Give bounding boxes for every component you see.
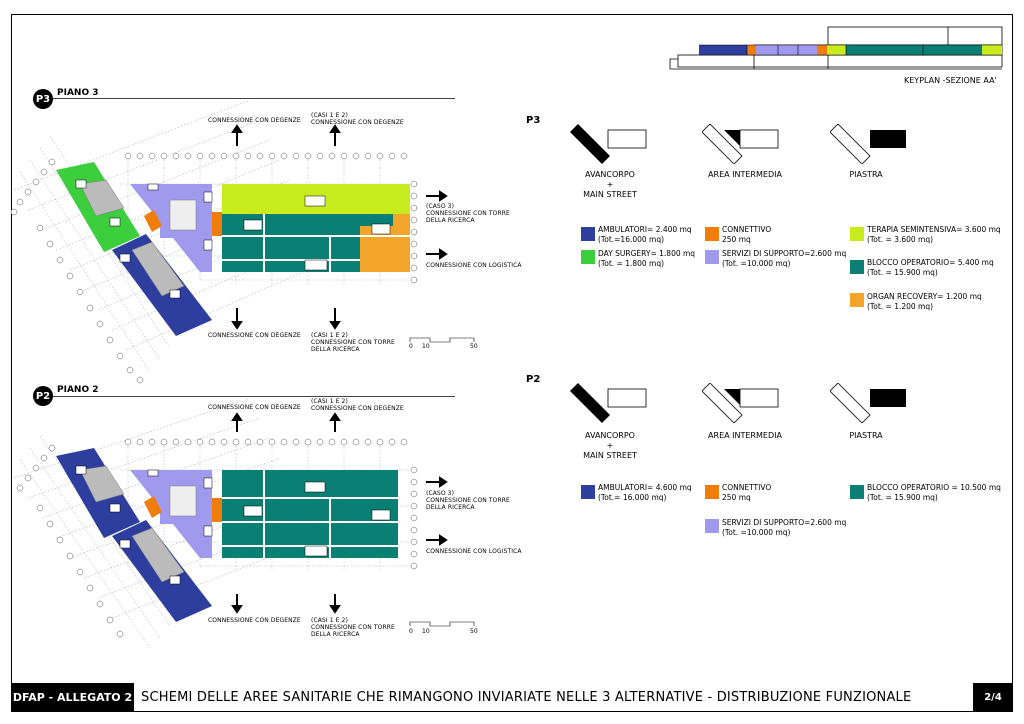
section-icon-avancorpo-p2 [570, 383, 647, 423]
p2-arrow-bottom-left-label: CONNESSIONE CON DEGENZE [208, 617, 301, 624]
legend-swatch-connettivo-p2 [705, 485, 719, 499]
floor-title-p3: PIANO 3 [57, 88, 99, 98]
legend-swatch-ambulatori-p3 [581, 227, 595, 241]
legend-text-organ-p3: ORGAN RECOVERY= 1.200 mq (Tot. = 1.200 m… [867, 292, 982, 311]
title-rule-p3 [53, 98, 455, 99]
p3-scale-10: 10 [422, 343, 430, 350]
section-icon-intermedia-p2 [702, 383, 779, 423]
section-label-intermedia-p3: AREA INTERMEDIA [708, 170, 782, 179]
floor-title-p2: PIANO 2 [57, 385, 99, 395]
legend-text-day-surgery-p3: DAY SURGERY= 1.800 mq (Tot. = 1.800 mq) [598, 249, 696, 268]
legend-swatch-organ-p3 [850, 293, 864, 307]
legend-key-p2: P2 [526, 374, 541, 385]
legend-swatch-day-surgery-p3 [581, 250, 595, 264]
legend-swatch-connettivo-p3 [705, 227, 719, 241]
floor-badge-p2: P2 [33, 386, 53, 406]
legend-text-ambulatori-p2: AMBULATORI= 4.600 mq (Tot.= 16.000 mq) [598, 483, 692, 502]
section-label-avancorpo-p3: AVANCORPO + MAIN STREET [583, 170, 637, 199]
section-icon-intermedia-p3 [702, 124, 779, 164]
legend-swatch-ambulatori-p2 [581, 485, 595, 499]
legend-text-terapia-p3: TERAPIA SEMINTENSIVA= 3.600 mq (Tot. = 3… [867, 225, 1001, 244]
legend-text-connettivo-p3: CONNETTIVO 250 mq [722, 225, 772, 244]
legend-swatch-terapia-p3 [850, 227, 864, 241]
legend-swatch-blocco-p3 [850, 260, 864, 274]
sheet-frame [11, 14, 1013, 712]
floor-plan-p2 [13, 398, 475, 648]
section-label-piastra-p2: PIASTRA [849, 431, 883, 440]
p2-arrow-top-left-label: CONNESSIONE CON DEGENZE [208, 404, 301, 411]
section-icon-avancorpo-p3 [570, 124, 647, 164]
footer-bar: DFAP - ALLEGATO 2 SCHEMI DELLE AREE SANI… [11, 683, 1013, 712]
p2-scale-50: 50 [470, 628, 478, 635]
section-icon-piastra-p3 [830, 124, 906, 164]
p2-arrow-bottom-right-label: (CASI 1 E 2) CONNESSIONE CON TORRE DELLA… [311, 617, 395, 638]
p2-scale-10: 10 [422, 628, 430, 635]
legend-text-servizi-p3: SERVIZI DI SUPPORTO=2.600 mq (Tot. =10.0… [722, 249, 847, 268]
footer-document-id: DFAP - ALLEGATO 2 [11, 683, 134, 712]
p3-arrow-top-right-label: (CASI 1 E 2) CONNESSIONE CON DEGENZE [311, 112, 404, 126]
floor-badge-p3: P3 [33, 89, 53, 109]
p3-scale-0: 0 [409, 343, 413, 350]
section-icon-piastra-p2 [830, 383, 906, 423]
p2-arrow-top-right-label: (CASI 1 E 2) CONNESSIONE CON DEGENZE [311, 398, 404, 412]
legend-swatch-servizi-p2 [705, 519, 719, 533]
keyplan-section [669, 26, 1003, 70]
legend-swatch-servizi-p3 [705, 250, 719, 264]
legend-text-connettivo-p2: CONNETTIVO 250 mq [722, 483, 772, 502]
legend-text-ambulatori-p3: AMBULATORI= 2.400 mq (Tot.=16.000 mq) [598, 225, 692, 244]
section-label-piastra-p3: PIASTRA [849, 170, 883, 179]
legend-text-blocco-p2: BLOCCO OPERATORIO = 10.500 mq (Tot. = 15… [867, 483, 1001, 502]
keyplan-ambulatori [699, 45, 747, 55]
keyplan-label: KEYPLAN -SEZIONE AA' [904, 76, 997, 85]
p3-arrow-right-top-label: (CASO 3) CONNESSIONE CON TORRE DELLA RIC… [426, 203, 510, 224]
p3-scale-50: 50 [470, 343, 478, 350]
p2-arrow-right-bottom-label: CONNESSIONE CON LOGISTICA [426, 548, 522, 555]
title-rule-p2 [53, 396, 455, 397]
legend-text-servizi-p2: SERVIZI DI SUPPORTO=2.600 mq (Tot. =10.0… [722, 518, 847, 537]
legend-text-blocco-p3: BLOCCO OPERATORIO= 5.400 mq (Tot. = 15.9… [867, 258, 994, 277]
p3-arrow-bottom-right-label: (CASI 1 E 2) CONNESSIONE CON TORRE DELLA… [311, 332, 395, 353]
legend-key-p3: P3 [526, 115, 541, 126]
floor-plan-p3 [10, 100, 475, 384]
p2-arrow-right-top-label: (CASO 3) CONNESSIONE CON TORRE DELLA RIC… [426, 490, 510, 511]
p3-arrow-top-left-label: CONNESSIONE CON DEGENZE [208, 117, 301, 124]
legend-swatch-blocco-p2 [850, 485, 864, 499]
p3-arrow-bottom-left-label: CONNESSIONE CON DEGENZE [208, 332, 301, 339]
section-label-intermedia-p2: AREA INTERMEDIA [708, 431, 782, 440]
footer-page-number: 2/4 [973, 683, 1013, 712]
section-label-avancorpo-p2: AVANCORPO + MAIN STREET [583, 431, 637, 460]
p2-scale-0: 0 [409, 628, 413, 635]
p3-arrow-right-bottom-label: CONNESSIONE CON LOGISTICA [426, 262, 522, 269]
footer-title: SCHEMI DELLE AREE SANITARIE CHE RIMANGON… [141, 690, 912, 705]
